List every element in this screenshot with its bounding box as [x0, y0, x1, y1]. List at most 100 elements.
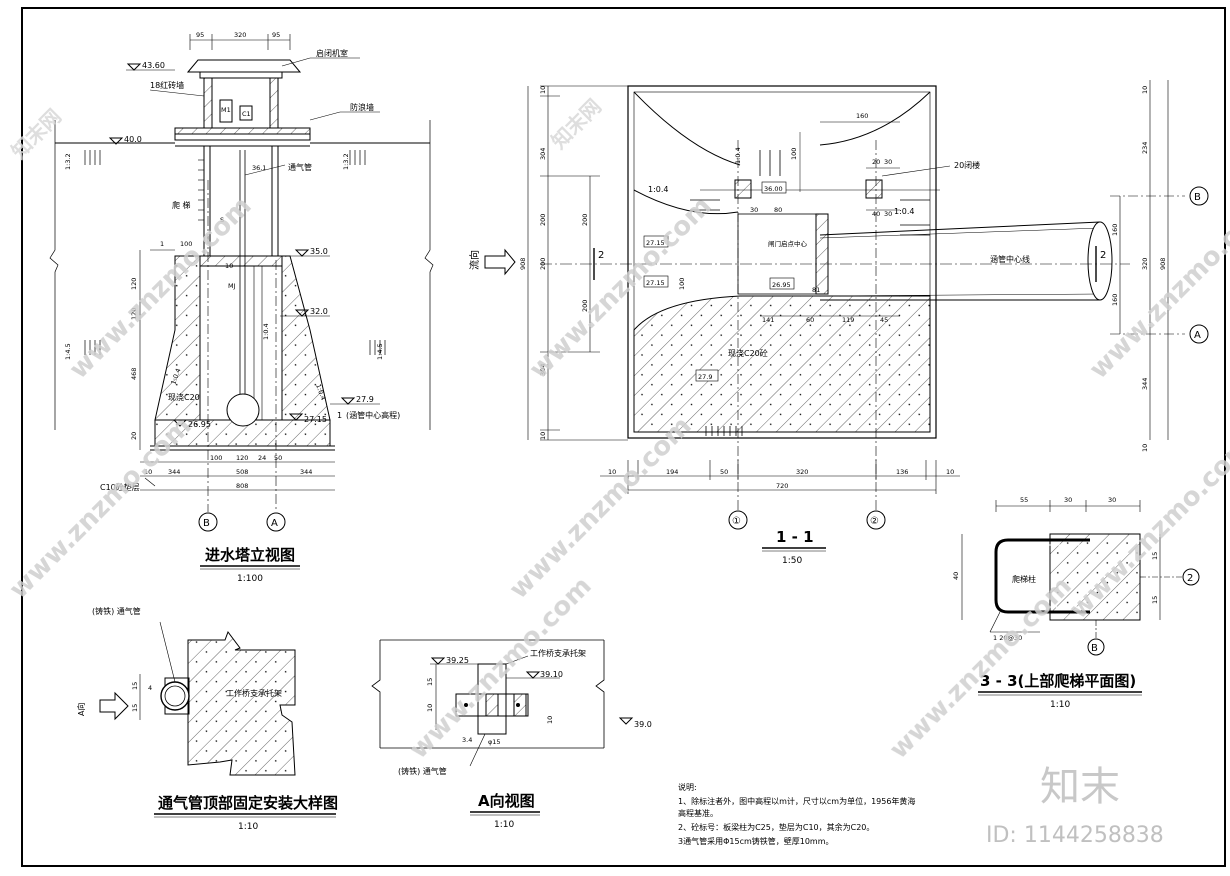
dim-10: 10: [225, 262, 233, 270]
hoist-room-label: 启闭机室: [316, 48, 348, 58]
elev-top-dim: 95: [272, 31, 280, 39]
s11-right-dim: 160: [1111, 294, 1119, 306]
s11-inner-dim: 160: [856, 112, 868, 120]
a-view-title: A向视图: [478, 792, 535, 810]
bracket-label: 工作桥支承托架: [226, 688, 282, 698]
s11-left-dim: 10: [539, 432, 547, 440]
av-dim: 3.4: [462, 736, 472, 744]
concrete-label: 现浇C20: [168, 392, 200, 402]
pipe-center-label: (涵管中心高程): [346, 410, 400, 420]
s11-level: 27.15: [646, 239, 665, 247]
level-40: 40.0: [124, 135, 142, 144]
s33-top-dim: 30: [1108, 496, 1116, 504]
elev-bottom-dim: 120: [236, 454, 248, 462]
s11-inner-dim: 100: [678, 278, 686, 290]
s11-left-dim: 304: [539, 148, 547, 160]
axis-label: B: [1091, 643, 1098, 654]
elev-bottom-dim: 10: [144, 468, 152, 476]
s11-bottom-total: 720: [776, 482, 788, 490]
vent-pipe-label: 通气管: [288, 162, 312, 172]
s11-right-dim: 10: [1141, 86, 1149, 94]
elev-top-dim: 95: [196, 31, 204, 39]
pd-dim: 4: [148, 684, 152, 692]
s11-left-dim: 304: [539, 364, 547, 376]
s11-inner-dim: 30: [750, 206, 758, 214]
level-32: 32.0: [310, 307, 328, 316]
axis-label: B: [1194, 192, 1201, 203]
s11-inner-dim: 80: [774, 206, 782, 214]
notes-heading: 说明:: [678, 782, 697, 792]
section-3-3-view: 55 30 30 爬梯柱 40 15 15 B 2 1 20@30 3 - 3(…: [952, 496, 1200, 710]
ratio-label: 1:0.4: [262, 323, 270, 340]
wave-wall-label: 防浪墙: [350, 102, 374, 112]
elevation-scale: 1:100: [237, 574, 263, 584]
pipe-detail-title: 通气管顶部固定安装大样图: [158, 794, 338, 812]
s11-bottom-dim: 320: [796, 468, 808, 476]
av-level: 39.0: [634, 720, 652, 729]
axis-label: ①: [732, 516, 741, 527]
pipe-centerline-label: 涵管中心线: [990, 254, 1030, 264]
watermark-site: www.znzmo.com: [1064, 431, 1230, 625]
s33-right-dim: 15: [1151, 596, 1159, 604]
watermark-brand: 知末网: [547, 94, 606, 153]
elev-bottom-dim: 100: [210, 454, 222, 462]
pd-dim: 15: [131, 682, 139, 690]
s11-right-dim: 10: [1141, 444, 1149, 452]
elev-bottom-dim: 508: [236, 468, 248, 476]
level-27-15: 27.15: [304, 415, 327, 424]
axis-label: A: [1194, 330, 1201, 341]
window-label: C1: [242, 110, 251, 118]
gate-center-label: 闸门启点中心: [768, 239, 808, 248]
level-35: 35.0: [310, 247, 328, 256]
av-level: 39.10: [540, 670, 563, 679]
elev-bottom-dim: 24: [258, 454, 266, 462]
ladder-label: 爬 梯: [172, 200, 191, 210]
s11-left-total: 908: [519, 258, 527, 270]
s11-bottom-dim: 50: [720, 468, 728, 476]
elev-left-dim: 120: [130, 278, 138, 290]
s11-left-inner: 200: [581, 214, 589, 226]
axis-label: A: [271, 518, 278, 529]
s11-inner-dim: 30: [884, 158, 892, 166]
elev-left-dim: 20: [130, 432, 138, 440]
section33-scale: 1:10: [1050, 700, 1070, 710]
axis-label: ②: [870, 516, 879, 527]
notes-line: 1、除标注者外，图中高程以m计，尺寸以cm为单位，1956年黄海: [678, 796, 915, 806]
s11-left-dim: 200: [539, 214, 547, 226]
s33-left-dim: 40: [952, 572, 960, 580]
s11-level: 27.9: [698, 373, 712, 381]
brick-wall-label: 18红砖墙: [150, 80, 184, 90]
axis-label: 2: [1187, 573, 1193, 584]
stopper-label: 20闭楼: [954, 160, 980, 170]
elev-left-dim: 468: [130, 368, 138, 380]
s11-inner-dim: 119: [842, 316, 854, 324]
watermark-site: www.znzmo.com: [884, 571, 1078, 765]
notes-block: 说明: 1、除标注者外，图中高程以m计，尺寸以cm为单位，1956年黄海 高程基…: [678, 782, 915, 846]
s11-level: 27.15: [646, 279, 665, 287]
s33-top-dim: 30: [1064, 496, 1072, 504]
s11-right-dim: 344: [1141, 378, 1149, 390]
watermark-site: www.znzmo.com: [4, 411, 198, 605]
a-direction-label: A向: [76, 703, 86, 716]
rebar-label: 1 20@30: [993, 634, 1022, 642]
av-bracket-label: 工作桥支承托架: [530, 648, 586, 658]
vent-pipe-label: (铸铁) 通气管: [92, 606, 141, 616]
s11-inner-dim: 30: [884, 210, 892, 218]
slope-label: 1:4.5: [64, 343, 72, 360]
s33-right-dim: 15: [1151, 552, 1159, 560]
door-label: M1: [221, 106, 231, 114]
sheet-border: [21, 7, 1226, 867]
cushion-label: C10砼垫层: [100, 482, 140, 492]
mj-label: MJ: [228, 282, 236, 290]
brand-logo: 知末: [1040, 764, 1120, 810]
s11-left-dim: 10: [539, 86, 547, 94]
axis-label: B: [203, 518, 210, 529]
elev-bottom-dim: 344: [300, 468, 312, 476]
section11-title: 1 - 1: [776, 528, 814, 546]
dim-100: 100: [180, 240, 192, 248]
s11-level: 26.95: [772, 281, 791, 289]
s11-bottom-dim: 194: [666, 468, 678, 476]
section-mark: 1: [337, 411, 342, 420]
elev-bottom-dim: 50: [274, 454, 282, 462]
